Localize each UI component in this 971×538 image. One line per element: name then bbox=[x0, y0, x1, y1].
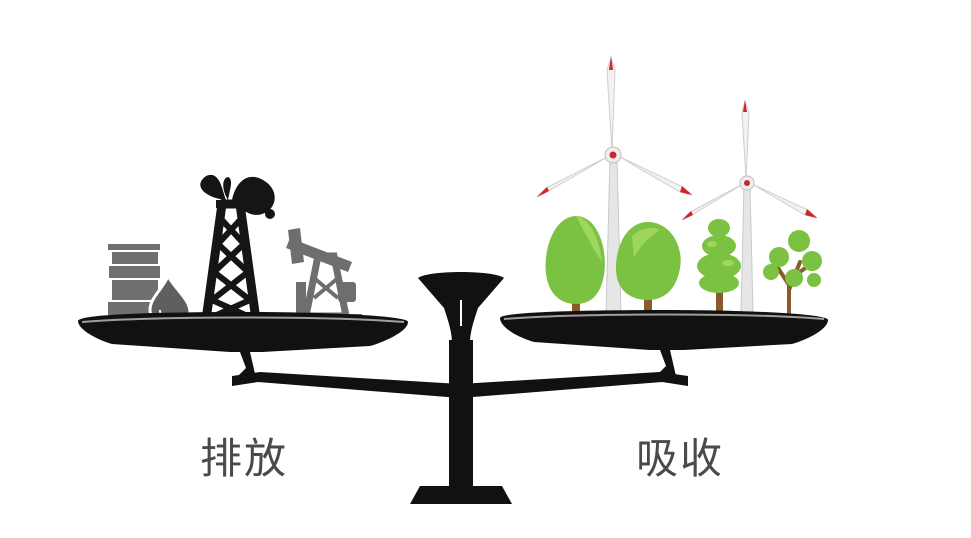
wind-turbine-icon bbox=[536, 56, 693, 316]
absorption-label: 吸收 bbox=[636, 434, 725, 483]
tree-icon bbox=[616, 222, 681, 327]
wind-turbine-icon bbox=[681, 99, 818, 313]
oil-derrick-icon bbox=[200, 174, 275, 326]
pumpjack-icon bbox=[282, 228, 362, 324]
tree-icon bbox=[545, 216, 605, 326]
tree-icon bbox=[697, 219, 741, 325]
emission-label: 排放 bbox=[200, 434, 289, 483]
balance-scale bbox=[78, 272, 828, 504]
tree-icon bbox=[763, 230, 822, 324]
